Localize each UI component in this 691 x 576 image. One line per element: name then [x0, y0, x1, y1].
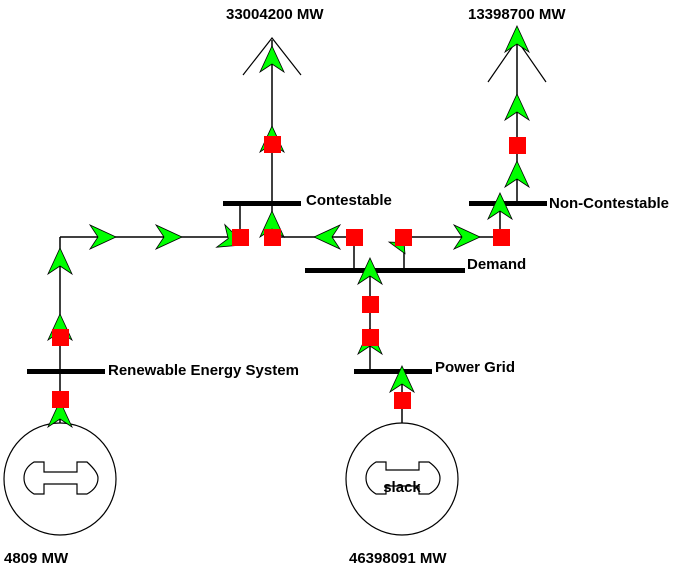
bus-power-grid[interactable]	[354, 369, 432, 374]
load-value-contestable: 33004200 MW	[226, 6, 324, 23]
generator-symbol-renewable	[23, 461, 99, 495]
load-symbol-contestable[interactable]	[242, 37, 302, 76]
breaker-renewable-line[interactable]	[52, 329, 69, 346]
breaker-contestable-left[interactable]	[232, 229, 249, 246]
flow-arrow-up-icon	[487, 192, 513, 221]
bus-renewable[interactable]	[27, 369, 105, 374]
flow-arrow-left-icon	[313, 224, 342, 250]
flow-arrow-up-icon	[259, 45, 285, 74]
flow-arrow-up-icon	[504, 93, 530, 122]
breaker-demand-right[interactable]	[395, 229, 412, 246]
breaker-contestable-right[interactable]	[264, 229, 281, 246]
breaker-renewable-gen[interactable]	[52, 391, 69, 408]
breaker-demand-grid[interactable]	[362, 296, 379, 313]
gen-value-slack: 46398091 MW	[349, 550, 447, 567]
breaker-slack-gen[interactable]	[394, 392, 411, 409]
flow-arrow-right-icon	[88, 224, 117, 250]
bus-label-non-contestable: Non-Contestable	[549, 195, 669, 212]
flow-arrow-up-icon	[47, 247, 73, 276]
flow-arrow-up-icon	[47, 400, 73, 429]
load-value-non-contestable: 13398700 MW	[468, 6, 566, 23]
flow-arrow-up-icon	[357, 257, 383, 286]
generator-renewable[interactable]	[3, 422, 117, 536]
flow-arrow-right-icon	[452, 224, 481, 250]
breaker-noncontestable-load[interactable]	[509, 137, 526, 154]
bus-label-demand: Demand	[467, 256, 527, 273]
gen-value-renewable: 4809 MW	[4, 550, 69, 567]
breaker-noncontestable[interactable]	[493, 229, 510, 246]
flow-arrow-up-icon	[389, 365, 415, 394]
breaker-grid-demand[interactable]	[362, 329, 379, 346]
flow-arrow-right-icon	[154, 224, 183, 250]
flow-arrow-up-icon	[504, 160, 530, 189]
generator-symbol-slack	[365, 461, 441, 495]
bus-contestable[interactable]	[223, 201, 301, 206]
slack-tag: slack	[383, 479, 421, 496]
bus-non-contestable[interactable]	[469, 201, 547, 206]
generator-slack[interactable]	[345, 422, 459, 536]
bus-demand[interactable]	[305, 268, 465, 273]
breakers	[52, 136, 526, 409]
bus-label-contestable: Contestable	[306, 192, 392, 209]
breaker-demand-left[interactable]	[346, 229, 363, 246]
flow-arrow-up-icon	[504, 25, 530, 54]
breaker-contestable-load[interactable]	[264, 136, 281, 153]
bus-label-renewable: Renewable Energy System	[108, 362, 299, 379]
bus-label-power-grid: Power Grid	[435, 359, 516, 376]
